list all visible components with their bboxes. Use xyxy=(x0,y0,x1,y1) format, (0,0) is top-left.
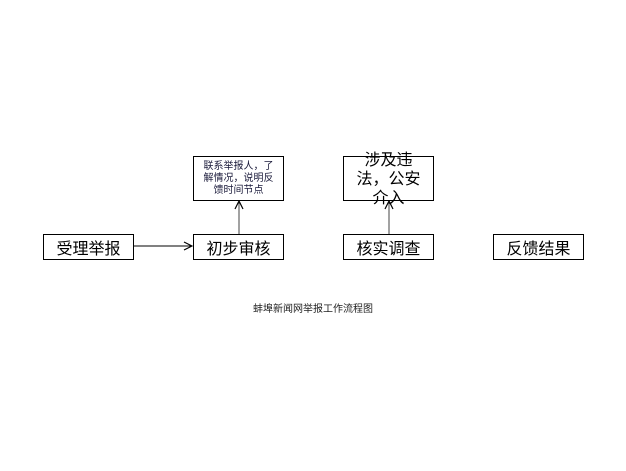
diagram-caption: 蚌埠新闻网举报工作流程图 xyxy=(253,304,373,315)
node-contact: 联系举报人，了解情况，说明反馈时间节点 xyxy=(193,156,284,201)
node-label: 联系举报人，了解情况，说明反馈时间节点 xyxy=(203,160,274,196)
node-label: 反馈结果 xyxy=(506,239,571,258)
node-label: 涉及违法，公安介入 xyxy=(356,150,421,207)
node-verify: 核实调查 xyxy=(343,234,434,260)
node-label: 核实调查 xyxy=(356,239,421,258)
node-label: 受理举报 xyxy=(56,239,121,258)
node-label: 初步审核 xyxy=(206,239,271,258)
node-review: 初步审核 xyxy=(193,234,284,260)
node-receive: 受理举报 xyxy=(43,234,134,260)
node-police: 涉及违法，公安介入 xyxy=(343,150,434,207)
node-feedback: 反馈结果 xyxy=(493,234,584,260)
